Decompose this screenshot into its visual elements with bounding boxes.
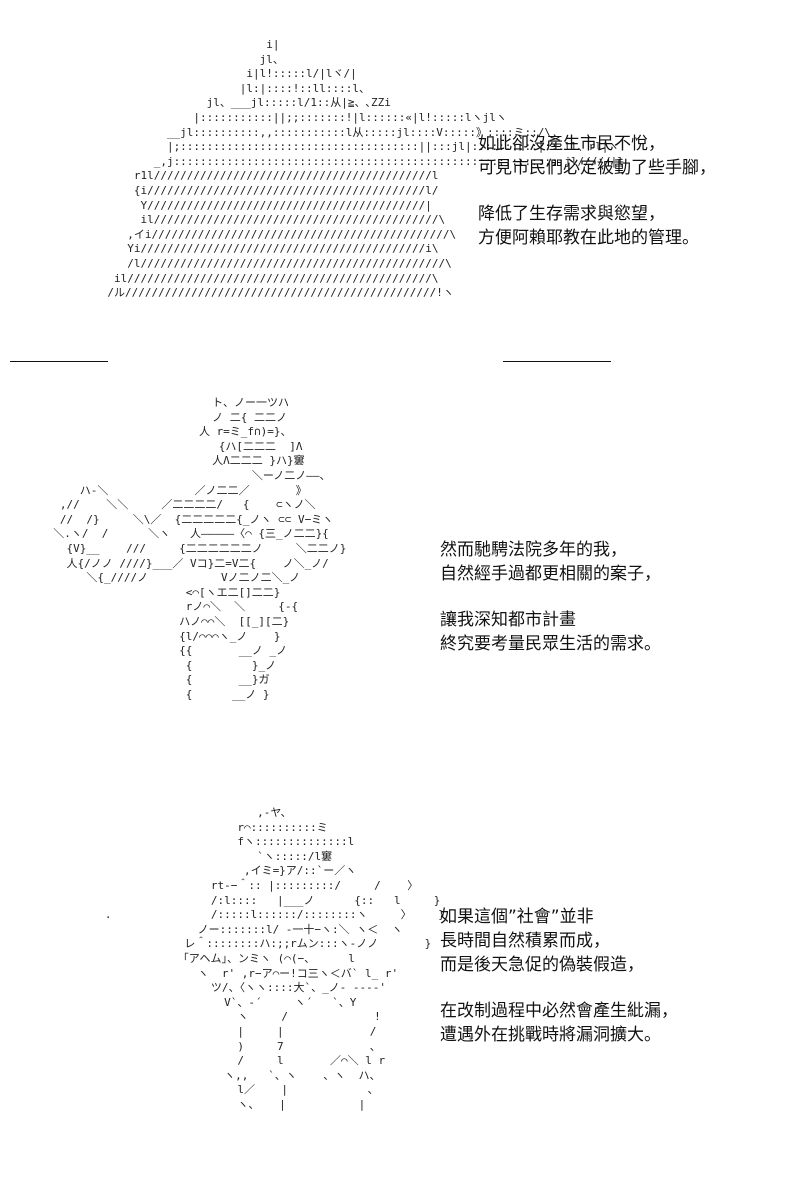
- art-line: // /} ＼\／ {二二二二二{_ノヽ ⊂⊂ V−ミヽ: [40, 512, 334, 526]
- art-line: ,// ＼＼ ／二二二二/ { ⊂ヽノ＼: [40, 498, 316, 512]
- art-line: ,-ヤ、: [85, 806, 292, 819]
- art-line: /l//////////////////////////////////////…: [8, 256, 452, 270]
- armored-figure-ascii-art: ト、ノー一ツハ ノ 二{ 二二ノ 人 r=ミ_f∩)=}、 {ハ[二二二 ]Λ …: [40, 396, 346, 702]
- art-line: /:l:::: |___ノ {:: l }: [85, 893, 441, 907]
- art-line: i|: [8, 38, 280, 51]
- art-line: |:::::::::::||;;:::::::!|l::::::«|l!::::…: [8, 110, 507, 124]
- art-line: ,イミ=}ア/::`ー／ヽ: [85, 864, 357, 878]
- art-line: ハノ⌒⌒＼ [[_][二}: [40, 614, 290, 628]
- caption-block-3: 如果這個”社會”並非長時間自然積累而成， 而是後天急促的偽裝假造， 在改制過程中必然…: [440, 905, 678, 1047]
- art-line: `ヽ:::::/l窶: [85, 849, 333, 863]
- art-line: il//////////////////////////////////////…: [8, 213, 446, 227]
- art-line: |l:|::::!::ll::::l、: [8, 81, 370, 95]
- art-line: ＼{_////ノ Vノ二ノ二＼_ノ: [40, 571, 301, 585]
- art-line: ト、ノー一ツハ: [40, 396, 289, 409]
- art-line: il//////////////////////////////////////…: [8, 271, 439, 285]
- art-line: /ル//////////////////////////////////////…: [8, 286, 454, 300]
- art-line: { __ノ }: [40, 687, 270, 701]
- art-line: ノ 二{ 二二ノ: [40, 410, 288, 424]
- caption-line: 長時間自然積累而成，: [440, 931, 610, 951]
- art-line: rt-−＾:: |:::::::::/ / 〉: [85, 878, 419, 892]
- caption-line: 而是後天急促的偽裝假造，: [440, 955, 644, 975]
- caption-line: 終究要考量民眾生活的需求。: [440, 634, 661, 654]
- art-line: r⌒::::::::::ミ: [85, 820, 328, 834]
- art-line: ヽ r' ,r−ア⌒ー!コ三ヽ＜バ` l_ r': [85, 966, 399, 980]
- paragraph-gap: [440, 977, 678, 999]
- art-line: ハ-＼ ／ノ二二／ 》: [40, 483, 307, 497]
- art-line: レ＾::::::::ハ:;;rムン:::ヽ-ノノ }: [85, 937, 432, 951]
- art-line: | | /: [85, 1024, 377, 1038]
- art-line: 「アヘム」、ンミヽ (⌒(−、 l: [85, 951, 355, 965]
- art-line: ヽ,, `、ヽ 、ヽ ハ、: [85, 1068, 381, 1082]
- caption-line: 在改制過程中必然會產生紕漏，: [440, 1001, 678, 1021]
- caption-line: 方便阿賴耶教在此地的管理。: [478, 228, 699, 248]
- caption-line: 如果這個”社會”並非: [440, 907, 594, 927]
- art-line: {V}__ /// {二二二二二二ノ ＼二二ノ}: [40, 541, 347, 555]
- art-line: V`、‐´ ヽ´ `、Y: [85, 995, 357, 1009]
- caption-block-1: 如此卻沒產生市民不悅， 可見市民們必定被動了些手腳， 降低了生存需求與慾望， 方便阿賴…: [478, 132, 716, 250]
- caption-line: 自然經手過都更相關的案子，: [440, 564, 661, 584]
- art-line: / l ／⌒＼ l r: [85, 1054, 386, 1068]
- art-line: ,イi/////////////////////////////////////…: [8, 227, 457, 241]
- art-line: jl、___jl:::::l/1::从|≧、､ZZi: [8, 96, 391, 110]
- art-line: ツ/、〈ヽヽ::::大`、_ノ- ‐‐‐‐': [85, 981, 387, 995]
- caption-line: 遭遇外在挑戰時將漏洞擴大。: [440, 1025, 661, 1045]
- art-line: 人{/ノノ ////}___／ Vコ}二=V二{ ノ＼_ノ/: [40, 556, 329, 570]
- caption-line: 然而馳騁法院多年的我，: [440, 540, 627, 560]
- art-line: {i//////////////////////////////////////…: [8, 183, 439, 197]
- art-line: Y///////////////////////////////////////…: [8, 198, 432, 212]
- art-line: ) 7 、: [85, 1039, 381, 1053]
- caption-block-2: 然而馳騁法院多年的我， 自然經手過都更相關的案子， 讓我深知都市計畫終究要考量民眾生…: [440, 538, 661, 656]
- ground-line-right: [503, 361, 611, 362]
- art-line: 人 r=ミ_f∩)=}、: [40, 425, 292, 439]
- art-line: {{ __ノ _ノ: [40, 644, 288, 658]
- caption-line: 降低了生存需求與慾望，: [478, 204, 665, 224]
- ground-line-left: [10, 361, 108, 362]
- art-line: <⌒[ヽエ二[]二二}: [40, 585, 281, 599]
- art-line: ノー:::::::l/ -一十−ヽ:＼ ヽ＜ ヽ: [85, 922, 403, 936]
- caption-line: 讓我深知都市計畫: [440, 610, 576, 630]
- art-line: l／ | 、: [85, 1083, 379, 1097]
- art-line: _,j:::::::::::::::::::::::::::::::::::::…: [8, 154, 624, 168]
- art-line: Yi//////////////////////////////////////…: [8, 242, 439, 256]
- art-line: i|l!:::::l/|lヾ/|: [8, 67, 357, 81]
- caption-line: 可見市民們必定被動了些手腳，: [478, 158, 716, 178]
- art-line: ＼ーノ二ノ——、: [40, 468, 331, 482]
- art-line: ヽ、 | |: [85, 1097, 366, 1111]
- art-line: fヽ::::::::::::::l: [85, 835, 355, 849]
- art-line: { }_ノ: [40, 658, 277, 672]
- art-line: r1l/////////////////////////////////////…: [8, 169, 439, 183]
- paragraph-gap: [478, 180, 716, 202]
- art-line: 人Λ二二二 }ハ}窶: [40, 454, 305, 468]
- art-line: jl、: [8, 52, 284, 66]
- art-line: ヽ / !: [85, 1010, 381, 1024]
- art-line: . /:::::l::::::/::::::::ヽ 〉 }: [85, 908, 445, 922]
- art-line: ＼.ヽ/ / ＼ヽ 人—————〈⌒ {三_ノ二二}{: [40, 527, 329, 541]
- paragraph-gap: [440, 586, 661, 608]
- art-line: {ハ[二二二 ]Λ: [40, 439, 303, 453]
- art-line: {l/⌒⌒⌒ヽ_ノ }: [40, 629, 281, 643]
- art-line: rノ⌒＼ ＼ {-{: [40, 600, 299, 614]
- caption-line: 如此卻沒產生市民不悅，: [478, 134, 665, 154]
- art-line: __jl::::::::::,,:::::::::::l从:::::jl::::…: [8, 125, 551, 139]
- pyramid-ascii-art: i| jl、 i|l!:::::l/|lヾ/| |l:|::::!::ll:::…: [8, 38, 624, 301]
- art-line: |;::::::::::::::::::::::::::::::::::::||…: [8, 140, 620, 154]
- art-line: { __}ガ: [40, 673, 270, 687]
- standing-figure-ascii-art: ,-ヤ、 r⌒::::::::::ミ fヽ::::::::::::::l `ヽ:…: [85, 806, 445, 1112]
